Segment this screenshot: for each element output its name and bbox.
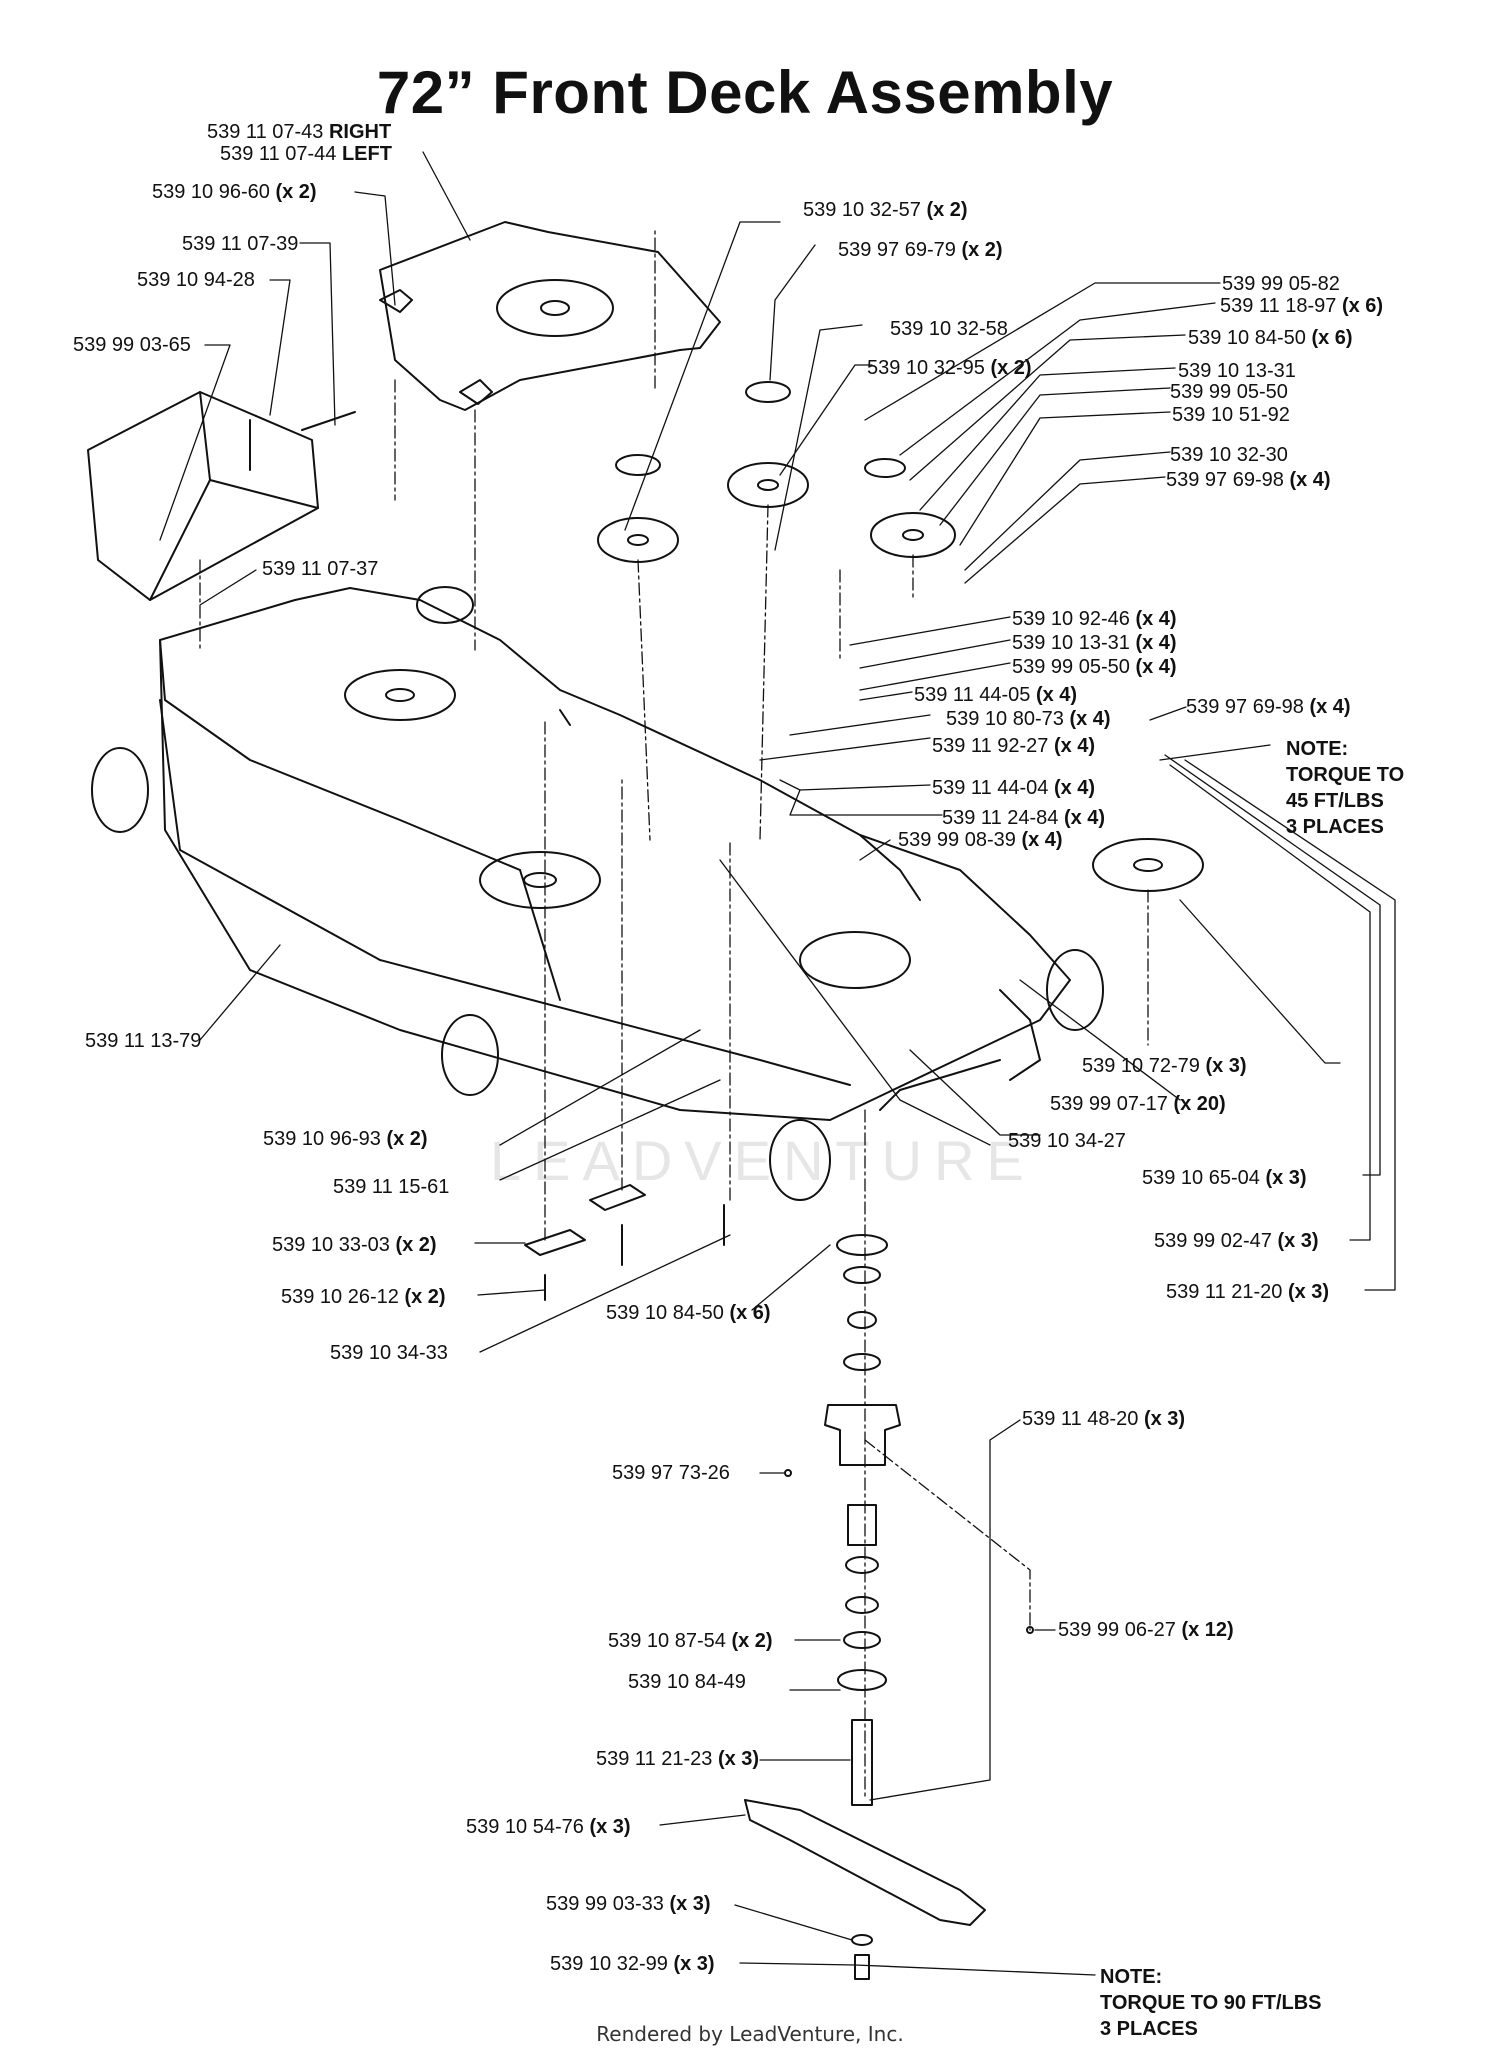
part-label: 539 11 07-43 RIGHT [207, 121, 392, 143]
part-label: 539 10 80-73 (x 4) [946, 708, 1111, 730]
part-label: 539 99 03-33 (x 3) [546, 1893, 711, 1915]
part-label: 539 10 32-30 [1170, 444, 1288, 466]
part-label: 539 99 05-82 [1222, 273, 1340, 295]
part-label: 539 10 54-76 (x 3) [466, 1816, 631, 1838]
part-label: 539 10 32-58 [890, 318, 1008, 340]
part-label: 539 10 84-50 (x 6) [606, 1302, 771, 1324]
part-label: 539 11 24-84 (x 4) [942, 807, 1106, 829]
spindle-pulley [1092, 838, 1204, 892]
mower-blade [744, 1799, 986, 1926]
part-label: 539 10 72-79 (x 3) [1082, 1055, 1247, 1077]
part-label: 539 11 07-37 [262, 558, 379, 580]
part-label: 539 10 34-27 [1008, 1130, 1126, 1152]
torque-note-bottom: NOTE: TORQUE TO 90 FT/LBS 3 PLACES [1100, 1966, 1322, 2040]
part-label: 539 99 06-27 (x 12) [1058, 1619, 1234, 1641]
part-label: 539 11 44-05 (x 4) [914, 684, 1078, 706]
diagram-title: 72” Front Deck Assembly [376, 59, 1114, 126]
footer-credit: Rendered by LeadVenture, Inc. [596, 2022, 904, 2046]
part-label: 539 11 07-44 LEFT [220, 143, 392, 165]
part-label: 539 11 13-79 [85, 1030, 202, 1052]
caster-wheels [91, 586, 1104, 1201]
part-label: 539 99 08-39 (x 4) [898, 829, 1063, 851]
part-label: 539 10 13-31 [1178, 360, 1296, 382]
part-label: 539 99 05-50 [1170, 381, 1288, 403]
part-label: 539 97 69-79 (x 2) [838, 239, 1003, 261]
centerlines [199, 229, 1149, 1801]
deck-pulleys [344, 669, 601, 909]
part-label: 539 10 33-03 (x 2) [272, 1234, 437, 1256]
part-label: 539 10 87-54 (x 2) [608, 1630, 773, 1652]
part-label: 539 99 03-65 [73, 334, 191, 356]
part-label: 539 97 69-98 (x 4) [1186, 696, 1351, 718]
leader-lines [159, 151, 1396, 1976]
part-label: 539 10 32-57 (x 2) [803, 199, 968, 221]
part-label: 539 11 92-27 (x 4) [932, 735, 1096, 757]
part-label: 539 99 07-17 (x 20) [1050, 1093, 1226, 1115]
part-label: 539 11 18-97 (x 6) [1220, 295, 1384, 317]
torque-note-top: NOTE: TORQUE TO 45 FT/LBS 3 PLACES [1286, 738, 1405, 838]
part-label: 539 10 92-46 (x 4) [1012, 608, 1177, 630]
part-label: 539 11 15-61 [333, 1176, 450, 1198]
part-label: 539 10 51-92 [1172, 404, 1290, 426]
part-label: 539 99 05-50 (x 4) [1012, 656, 1177, 678]
part-label: 539 10 26-12 (x 2) [281, 1286, 446, 1308]
part-label: 539 10 13-31 (x 4) [1012, 632, 1177, 654]
part-label: 539 11 48-20 (x 3) [1022, 1408, 1186, 1430]
part-label: 539 10 94-28 [137, 269, 255, 291]
belt-cover [379, 221, 721, 411]
part-label: 539 11 21-23 (x 3) [596, 1748, 760, 1770]
mounting-hardware [524, 1184, 1034, 1634]
part-label: 539 10 96-60 (x 2) [152, 181, 317, 203]
part-label: 539 97 73-26 [612, 1462, 730, 1484]
part-label: 539 10 84-50 (x 6) [1188, 327, 1353, 349]
mower-deck [159, 587, 1071, 1121]
chute-pin [301, 411, 356, 431]
part-label: 539 10 32-99 (x 3) [550, 1953, 715, 1975]
part-label: 539 10 32-95 (x 2) [867, 357, 1032, 379]
blade-bolt [854, 1954, 870, 1980]
part-label: 539 11 21-20 (x 3) [1166, 1281, 1330, 1303]
spindle-assembly [824, 1234, 901, 1806]
part-label: 539 10 96-93 (x 2) [263, 1128, 428, 1150]
part-label: 539 97 69-98 (x 4) [1166, 469, 1331, 491]
part-label: 539 10 84-49 [628, 1671, 746, 1693]
part-label: 539 10 34-33 [330, 1342, 448, 1364]
blade-washer [851, 1934, 873, 1946]
part-label: 539 11 07-39 [182, 233, 299, 255]
idler-pulleys [597, 381, 956, 563]
part-label: 539 10 65-04 (x 3) [1142, 1167, 1307, 1189]
part-label: 539 11 44-04 (x 4) [932, 777, 1096, 799]
part-label: 539 99 02-47 (x 3) [1154, 1230, 1319, 1252]
discharge-chute [87, 391, 319, 601]
watermark: LEADVENTURE [490, 1129, 1036, 1192]
